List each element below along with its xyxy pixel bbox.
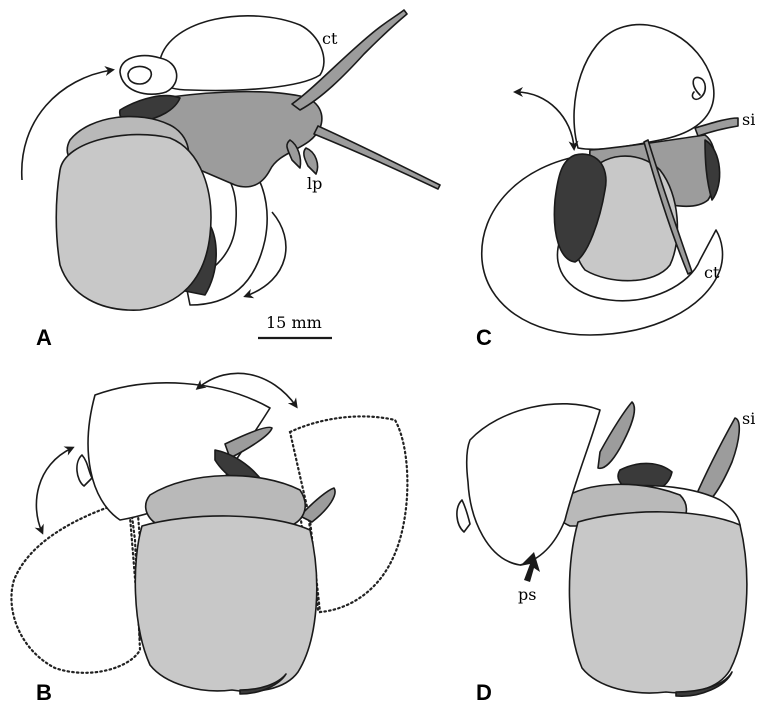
scale-bar: 15 mm (258, 313, 332, 338)
panel-c-letter: C (476, 325, 492, 350)
panel-d-letter: D (476, 680, 492, 705)
panel-d-operculum (569, 512, 746, 693)
panel-b-arrow-left (36, 448, 72, 532)
panel-d: si ps D (457, 402, 755, 705)
panel-b: B (11, 373, 407, 705)
panel-a: ct lp A (22, 10, 440, 350)
panel-a-spire-inner (128, 67, 151, 84)
panel-c-label-si: si (742, 110, 755, 129)
panel-a-shell (156, 16, 324, 91)
panel-a-label-lp: lp (307, 174, 322, 193)
panel-c: si ct C (476, 25, 755, 350)
panel-d-tentacle (598, 402, 634, 468)
panel-a-letter: A (36, 325, 52, 350)
panel-a-tentacle-long (314, 126, 440, 189)
panel-b-operculum (135, 516, 316, 691)
panel-c-shell-dome (574, 25, 714, 150)
panel-c-label-ct: ct (704, 263, 720, 282)
panel-c-arrow (516, 92, 574, 148)
scale-bar-label: 15 mm (266, 313, 322, 332)
panel-a-operculum (56, 135, 211, 311)
panel-d-label-si: si (742, 409, 755, 428)
panel-a-label-ct: ct (322, 29, 338, 48)
panel-b-dotted-left (11, 500, 140, 673)
panel-d-label-ps: ps (518, 585, 536, 604)
panel-b-letter: B (36, 680, 52, 705)
panel-d-shell-apex (457, 500, 470, 532)
